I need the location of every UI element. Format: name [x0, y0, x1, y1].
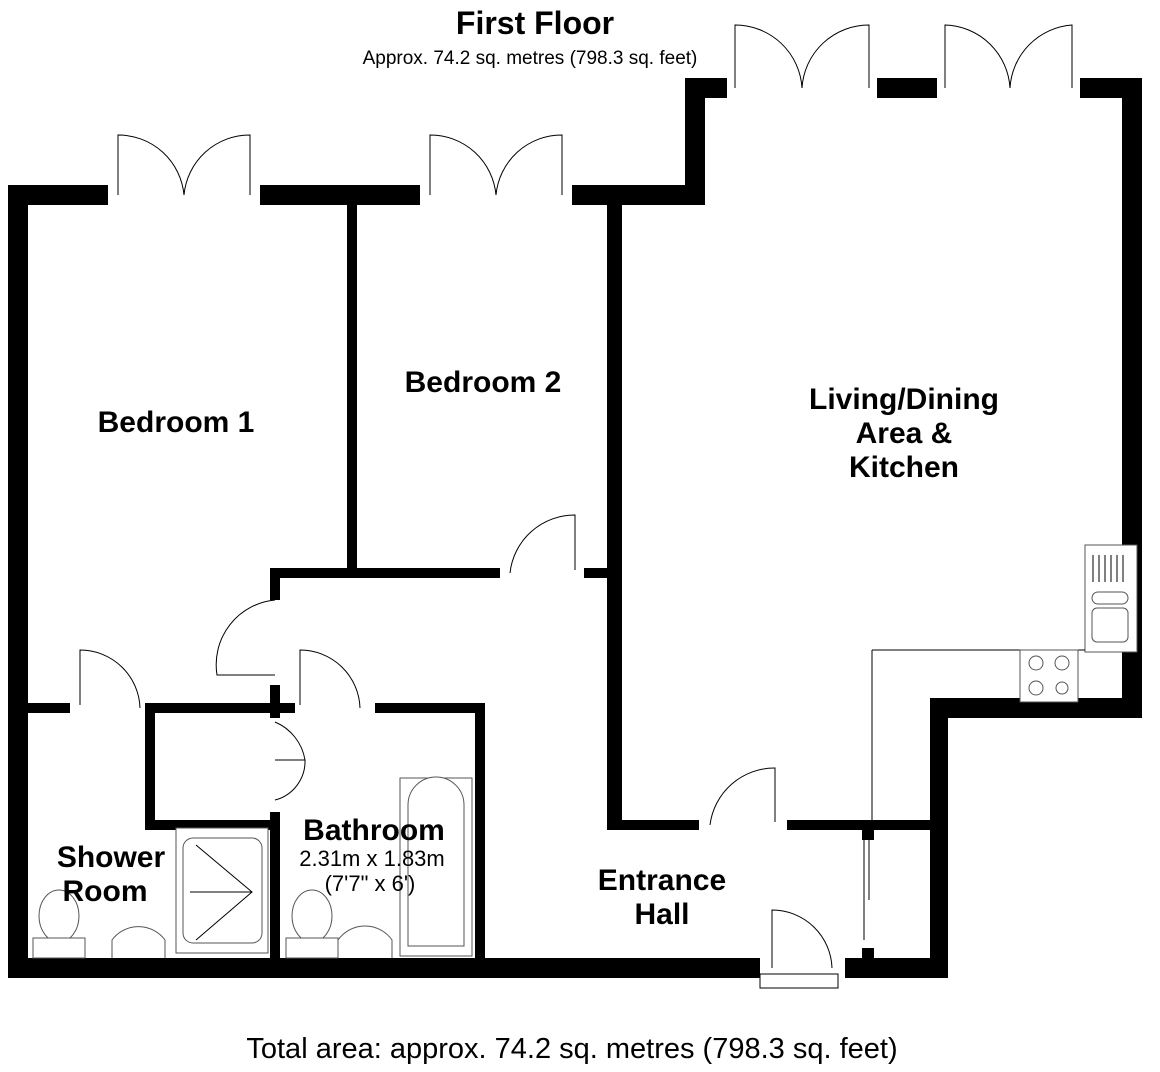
- fixtures: [32, 544, 1138, 959]
- total-area-footer: Total area: approx. 74.2 sq. metres (798…: [246, 1033, 897, 1065]
- floor-title: First Floor: [456, 5, 614, 41]
- room-label-bedroom-1: Bedroom 1: [98, 406, 255, 439]
- room-label-living-line3: Kitchen: [849, 451, 959, 484]
- bathroom-dimensions-imperial: (7'7" x 6'): [325, 871, 416, 896]
- doors: [79, 24, 1073, 989]
- room-label-living-line2: Area &: [856, 417, 953, 450]
- room-label-bathroom: Bathroom: [303, 814, 445, 847]
- bathroom-dimensions-metric: 2.31m x 1.83m: [299, 846, 445, 871]
- room-label-bedroom-2: Bedroom 2: [405, 366, 562, 399]
- room-label-shower-line1: Shower: [57, 841, 166, 874]
- room-label-living-line1: Living/Dining: [809, 383, 999, 416]
- floor-area-subtitle: Approx. 74.2 sq. metres (798.3 sq. feet): [363, 48, 698, 69]
- inner-walls: [28, 205, 930, 968]
- room-label-hall-line1: Entrance: [598, 864, 726, 897]
- room-label-hall-line2: Hall: [634, 898, 689, 931]
- room-label-shower-line2: Room: [63, 875, 148, 908]
